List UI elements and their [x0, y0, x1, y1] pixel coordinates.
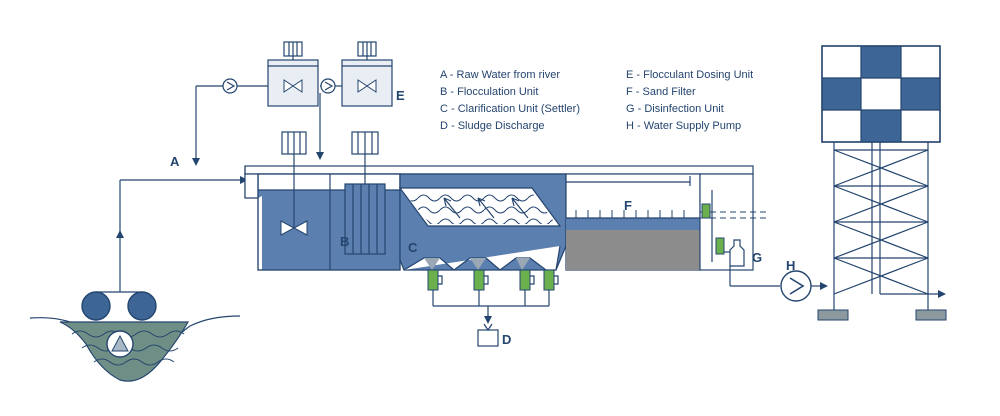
dosing-unit — [192, 41, 393, 166]
lamella-arrow-icon — [443, 197, 461, 219]
sludge-container — [477, 329, 499, 347]
legend-b: B - Flocculation Unit — [440, 86, 538, 98]
tower-footing-left — [817, 309, 849, 321]
filter-sand — [566, 230, 700, 270]
river-intake — [29, 176, 248, 382]
chemical-bottle-icon — [729, 239, 745, 267]
legend-h: H - Water Supply Pump — [626, 120, 741, 132]
inlet-channel — [244, 173, 259, 199]
basin-top-rim — [244, 165, 754, 175]
arrow-up-icon — [116, 230, 124, 238]
paddle-mixer — [344, 183, 386, 255]
legend: A - Raw Water from river B - Flocculatio… — [440, 69, 753, 132]
supply-section — [729, 45, 947, 321]
label-h: H — [786, 258, 795, 273]
dosing-tank-1 — [267, 59, 319, 107]
sludge-valve-icon — [427, 269, 559, 291]
legend-a: A - Raw Water from river — [440, 69, 560, 81]
arrow-down-icon — [484, 316, 492, 324]
filter-nozzles — [575, 210, 685, 218]
label-g: G — [752, 250, 762, 265]
intake-pump-triangle — [111, 334, 129, 352]
arrow-right-icon — [820, 282, 828, 290]
sludge-discharge — [427, 269, 559, 347]
label-d: D — [502, 332, 511, 347]
float-right — [127, 291, 157, 321]
label-e: E — [396, 88, 405, 103]
legend-g: G - Disinfection Unit — [626, 103, 724, 115]
filter-water — [566, 218, 700, 230]
disinfection-chamber — [699, 173, 754, 271]
disinfection-valve-icon — [715, 237, 725, 255]
legend-e: E - Flocculant Dosing Unit — [626, 69, 753, 81]
tower-frame — [833, 142, 940, 310]
treatment-basin — [244, 150, 770, 271]
label-b: B — [340, 234, 349, 249]
legend-c: C - Clarification Unit (Settler) — [440, 103, 580, 115]
legend-d: D - Sludge Discharge — [440, 120, 545, 132]
label-f: F — [624, 198, 632, 213]
arrow-right-icon — [938, 290, 946, 298]
tower-footing-right — [915, 309, 947, 321]
label-a: A — [170, 154, 180, 169]
label-c: C — [408, 240, 418, 255]
arrow-right-icon — [240, 176, 248, 184]
mixer-left-icon — [280, 220, 308, 236]
float-left — [81, 291, 111, 321]
legend-f: F - Sand Filter — [626, 86, 696, 98]
supply-pump — [780, 270, 812, 302]
dosing-tank-2 — [341, 59, 393, 107]
filter-valve-icon — [701, 203, 711, 219]
